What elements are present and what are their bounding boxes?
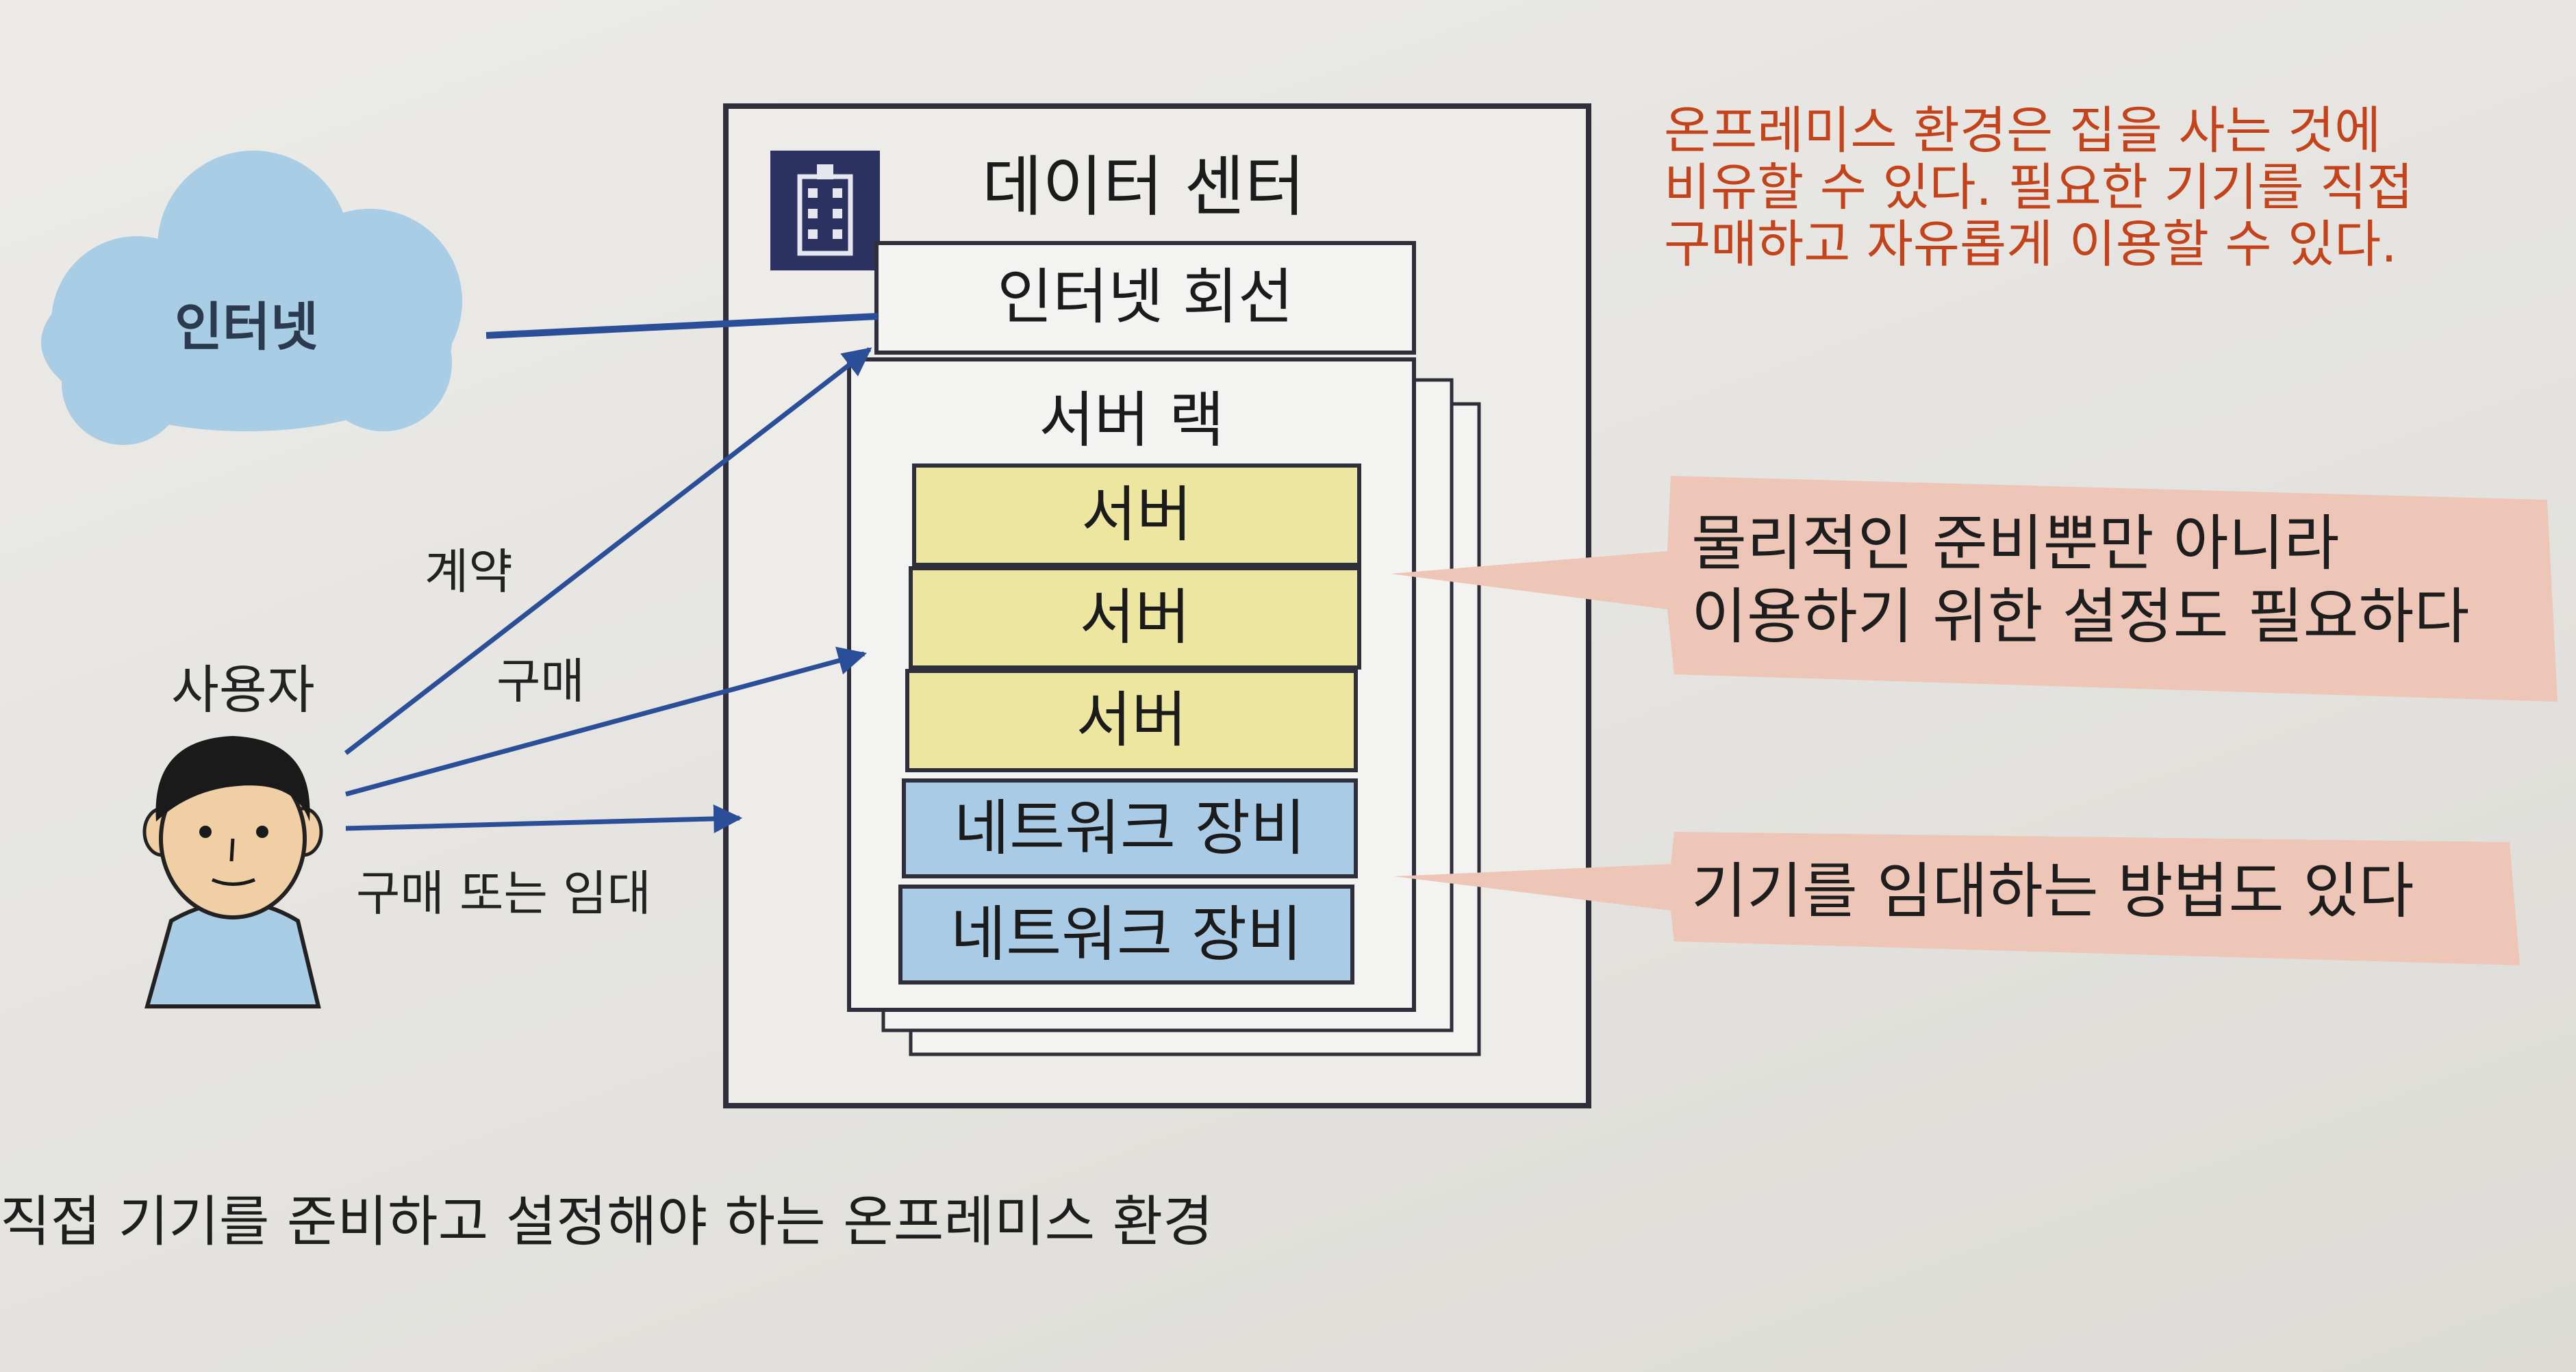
contract-arrow: [344, 347, 872, 755]
user-avatar-icon: [142, 736, 323, 1008]
network-device-label-1: 네트워크 장비: [954, 793, 1306, 863]
server-label-3: 서버: [1076, 685, 1187, 755]
purchase-or-lease-label: 구매 또는 임대: [356, 865, 651, 922]
network-device-box-1: [902, 778, 1358, 878]
network-device-box-2: [898, 885, 1354, 984]
network-device-label-2: 네트워크 장비: [950, 899, 1302, 969]
callout-setup-text: 물리적인 준비뿐만 아니라 이용하기 위한 설정도 필요하다: [1691, 508, 2470, 652]
internet-line-box: [874, 241, 1416, 355]
building-icon: [770, 151, 880, 270]
purchase-arrow: [345, 646, 868, 797]
server-box-3: [905, 669, 1358, 772]
callout-lease-bubble: [1393, 832, 2520, 965]
contract-label: 계약: [425, 544, 513, 600]
server-label-1: 서버: [1081, 479, 1192, 550]
figure-caption: 직접 기기를 준비하고 설정해야 하는 온프레미스 환경: [0, 1190, 1213, 1254]
internet-line-label: 인터넷 회선: [997, 262, 1293, 332]
callout-setup-bubble: [1390, 476, 2558, 702]
internet-connection-line: [485, 313, 879, 339]
server-box-2: [909, 566, 1361, 670]
datacenter-title: 데이터 센터: [981, 149, 1306, 225]
analogy-note: 온프레미스 환경은 집을 사는 것에 비유할 수 있다. 필요한 기기를 직접 …: [1664, 101, 2414, 274]
purchase-label: 구매: [496, 653, 585, 709]
user-label: 사용자: [171, 659, 315, 720]
purchase-or-lease-arrow: [345, 804, 743, 833]
internet-cloud-icon: [41, 151, 462, 445]
callout-lease-text: 기기를 임대하는 방법도 있다: [1691, 856, 2414, 926]
server-label-2: 서버: [1079, 582, 1191, 652]
server-box-1: [912, 463, 1361, 567]
server-rack-title: 서버 랙: [1039, 385, 1224, 455]
cloud-label: 인터넷: [175, 296, 318, 357]
